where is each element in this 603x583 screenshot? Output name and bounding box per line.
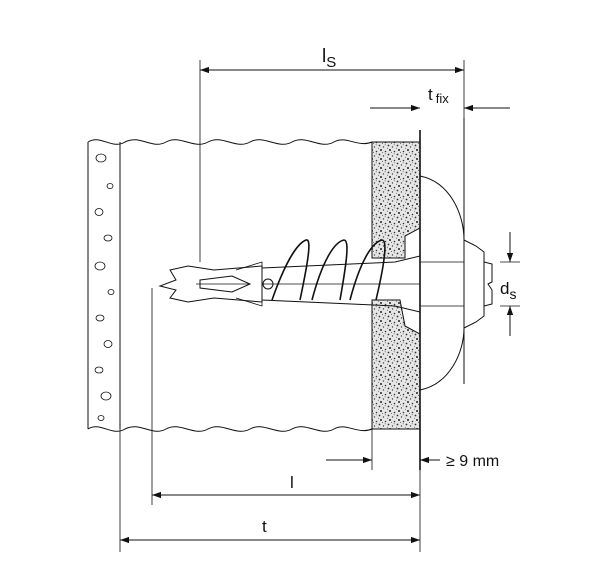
backing-texture (94, 153, 115, 421)
screw-dowel (158, 239, 421, 313)
dimension-lines (120, 66, 514, 544)
fixture-head (419, 118, 493, 391)
plasterboard (371, 130, 421, 470)
t-label: t (262, 517, 267, 536)
wall-panel (87, 139, 373, 432)
min-depth-label: ≥ 9 mm (446, 453, 499, 470)
l-label: l (290, 473, 294, 492)
ds-label: ds (500, 279, 516, 302)
ls-label: lS (322, 46, 336, 71)
